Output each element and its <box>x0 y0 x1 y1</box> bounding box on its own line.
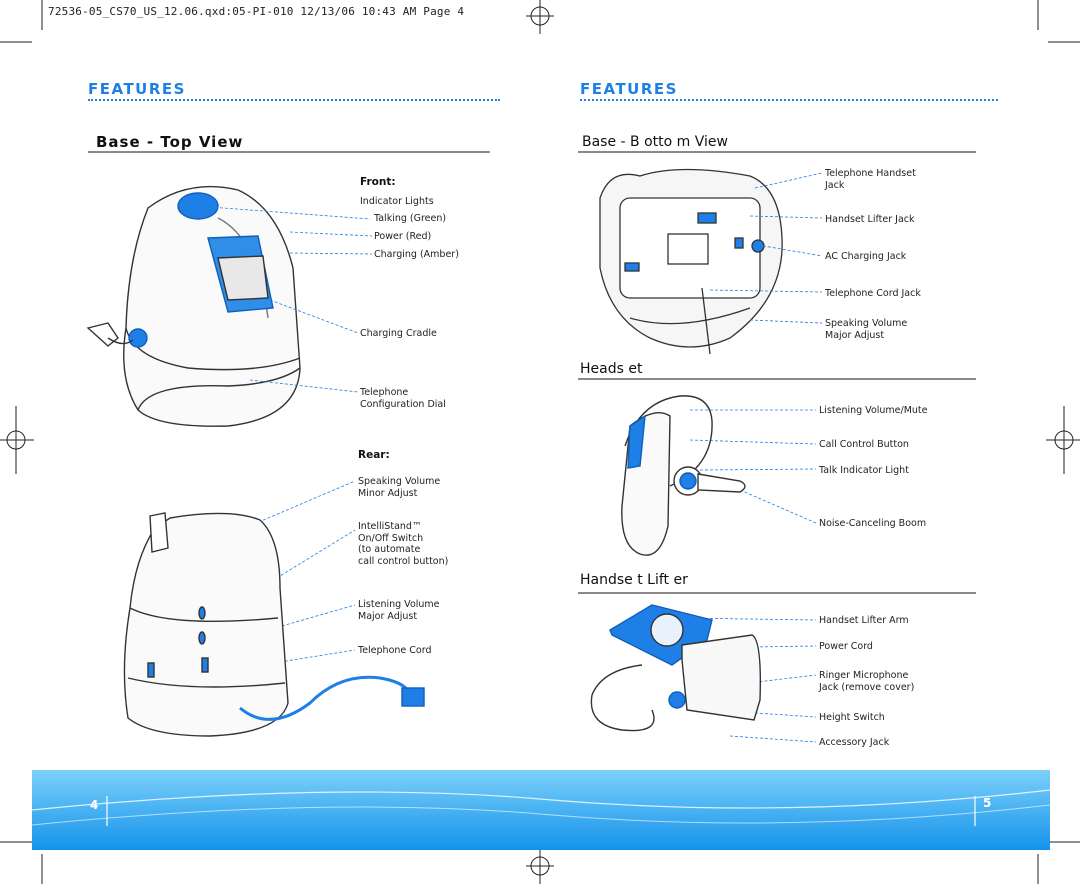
front-leaders <box>199 206 373 663</box>
base-rear-illustration <box>123 512 425 737</box>
front-subheading: Front: <box>360 176 396 188</box>
height-switch-label: Height Switch <box>819 712 885 723</box>
headset-illustration <box>621 395 746 556</box>
left-page-number: 4 <box>90 798 99 812</box>
left-features-heading: FEATURES <box>88 80 186 98</box>
telephone-config-dial-label: Telephone Configuration Dial <box>360 387 446 410</box>
base-bottom-illustration <box>599 168 783 355</box>
power-cord-label: Power Cord <box>819 641 873 652</box>
speaking-volume-major-label: Speaking Volume Major Adjust <box>825 318 908 341</box>
handset-lifter-title: Handse t Lift er <box>580 572 688 588</box>
bottom-wave-band <box>32 770 1050 850</box>
accessory-jack-label: Accessory Jack <box>819 737 890 748</box>
right-dotted-rule <box>580 99 998 101</box>
registration-mark-icon <box>526 0 554 34</box>
base-top-view-title: Base - Top View <box>96 133 244 151</box>
headset-title: Heads et <box>580 361 643 377</box>
telephone-cord-label: Telephone Cord <box>358 645 432 656</box>
lifter-rule <box>578 592 976 594</box>
indicator-lights-label: Indicator Lights <box>360 196 434 207</box>
rear-subheading: Rear: <box>358 449 390 461</box>
right-features-heading: FEATURES <box>580 80 678 98</box>
listening-volume-mute-label: Listening Volume/Mute <box>819 405 928 416</box>
headset-rule <box>578 378 976 380</box>
bottom-view-rule <box>578 151 976 153</box>
right-page-number: 5 <box>983 796 992 810</box>
registration-mark-icon <box>526 850 554 884</box>
talking-green-label: Talking (Green) <box>374 213 447 224</box>
handset-lifter-jack-label: Handset Lifter Jack <box>825 214 915 225</box>
ac-charging-jack-label: AC Charging Jack <box>825 251 907 262</box>
handset-lifter-arm-label: Handset Lifter Arm <box>819 615 909 626</box>
left-section-rule <box>88 151 490 153</box>
power-red-label: Power (Red) <box>374 231 432 242</box>
telephone-cord-jack-label: Telephone Cord Jack <box>825 288 921 299</box>
registration-mark-icon <box>1046 406 1080 474</box>
speaking-volume-minor-label: Speaking Volume Minor Adjust <box>358 476 441 499</box>
noise-canceling-boom-label: Noise-Canceling Boom <box>819 518 927 529</box>
base-bottom-view-title: Base - B otto m View <box>582 134 728 150</box>
charging-amber-label: Charging (Amber) <box>374 249 459 260</box>
file-slug: 72536-05_CS70_US_12.06.qxd:05-PI-010 12/… <box>48 5 465 18</box>
ringer-microphone-jack-label: Ringer Microphone Jack (remove cover) <box>819 670 915 693</box>
left-dotted-rule <box>88 99 500 101</box>
listening-volume-major-label: Listening Volume Major Adjust <box>358 599 440 622</box>
handset-lifter-illustration <box>590 604 761 732</box>
charging-cradle-label: Charging Cradle <box>360 328 437 339</box>
telephone-handset-jack-label: Telephone Handset Jack <box>825 168 916 191</box>
talk-indicator-light-label: Talk Indicator Light <box>819 465 909 476</box>
base-front-illustration <box>86 185 301 427</box>
intellistand-switch-label: IntelliStand™ On/Off Switch (to automate… <box>358 521 449 567</box>
call-control-button-label: Call Control Button <box>819 439 909 450</box>
registration-mark-icon <box>0 406 34 474</box>
